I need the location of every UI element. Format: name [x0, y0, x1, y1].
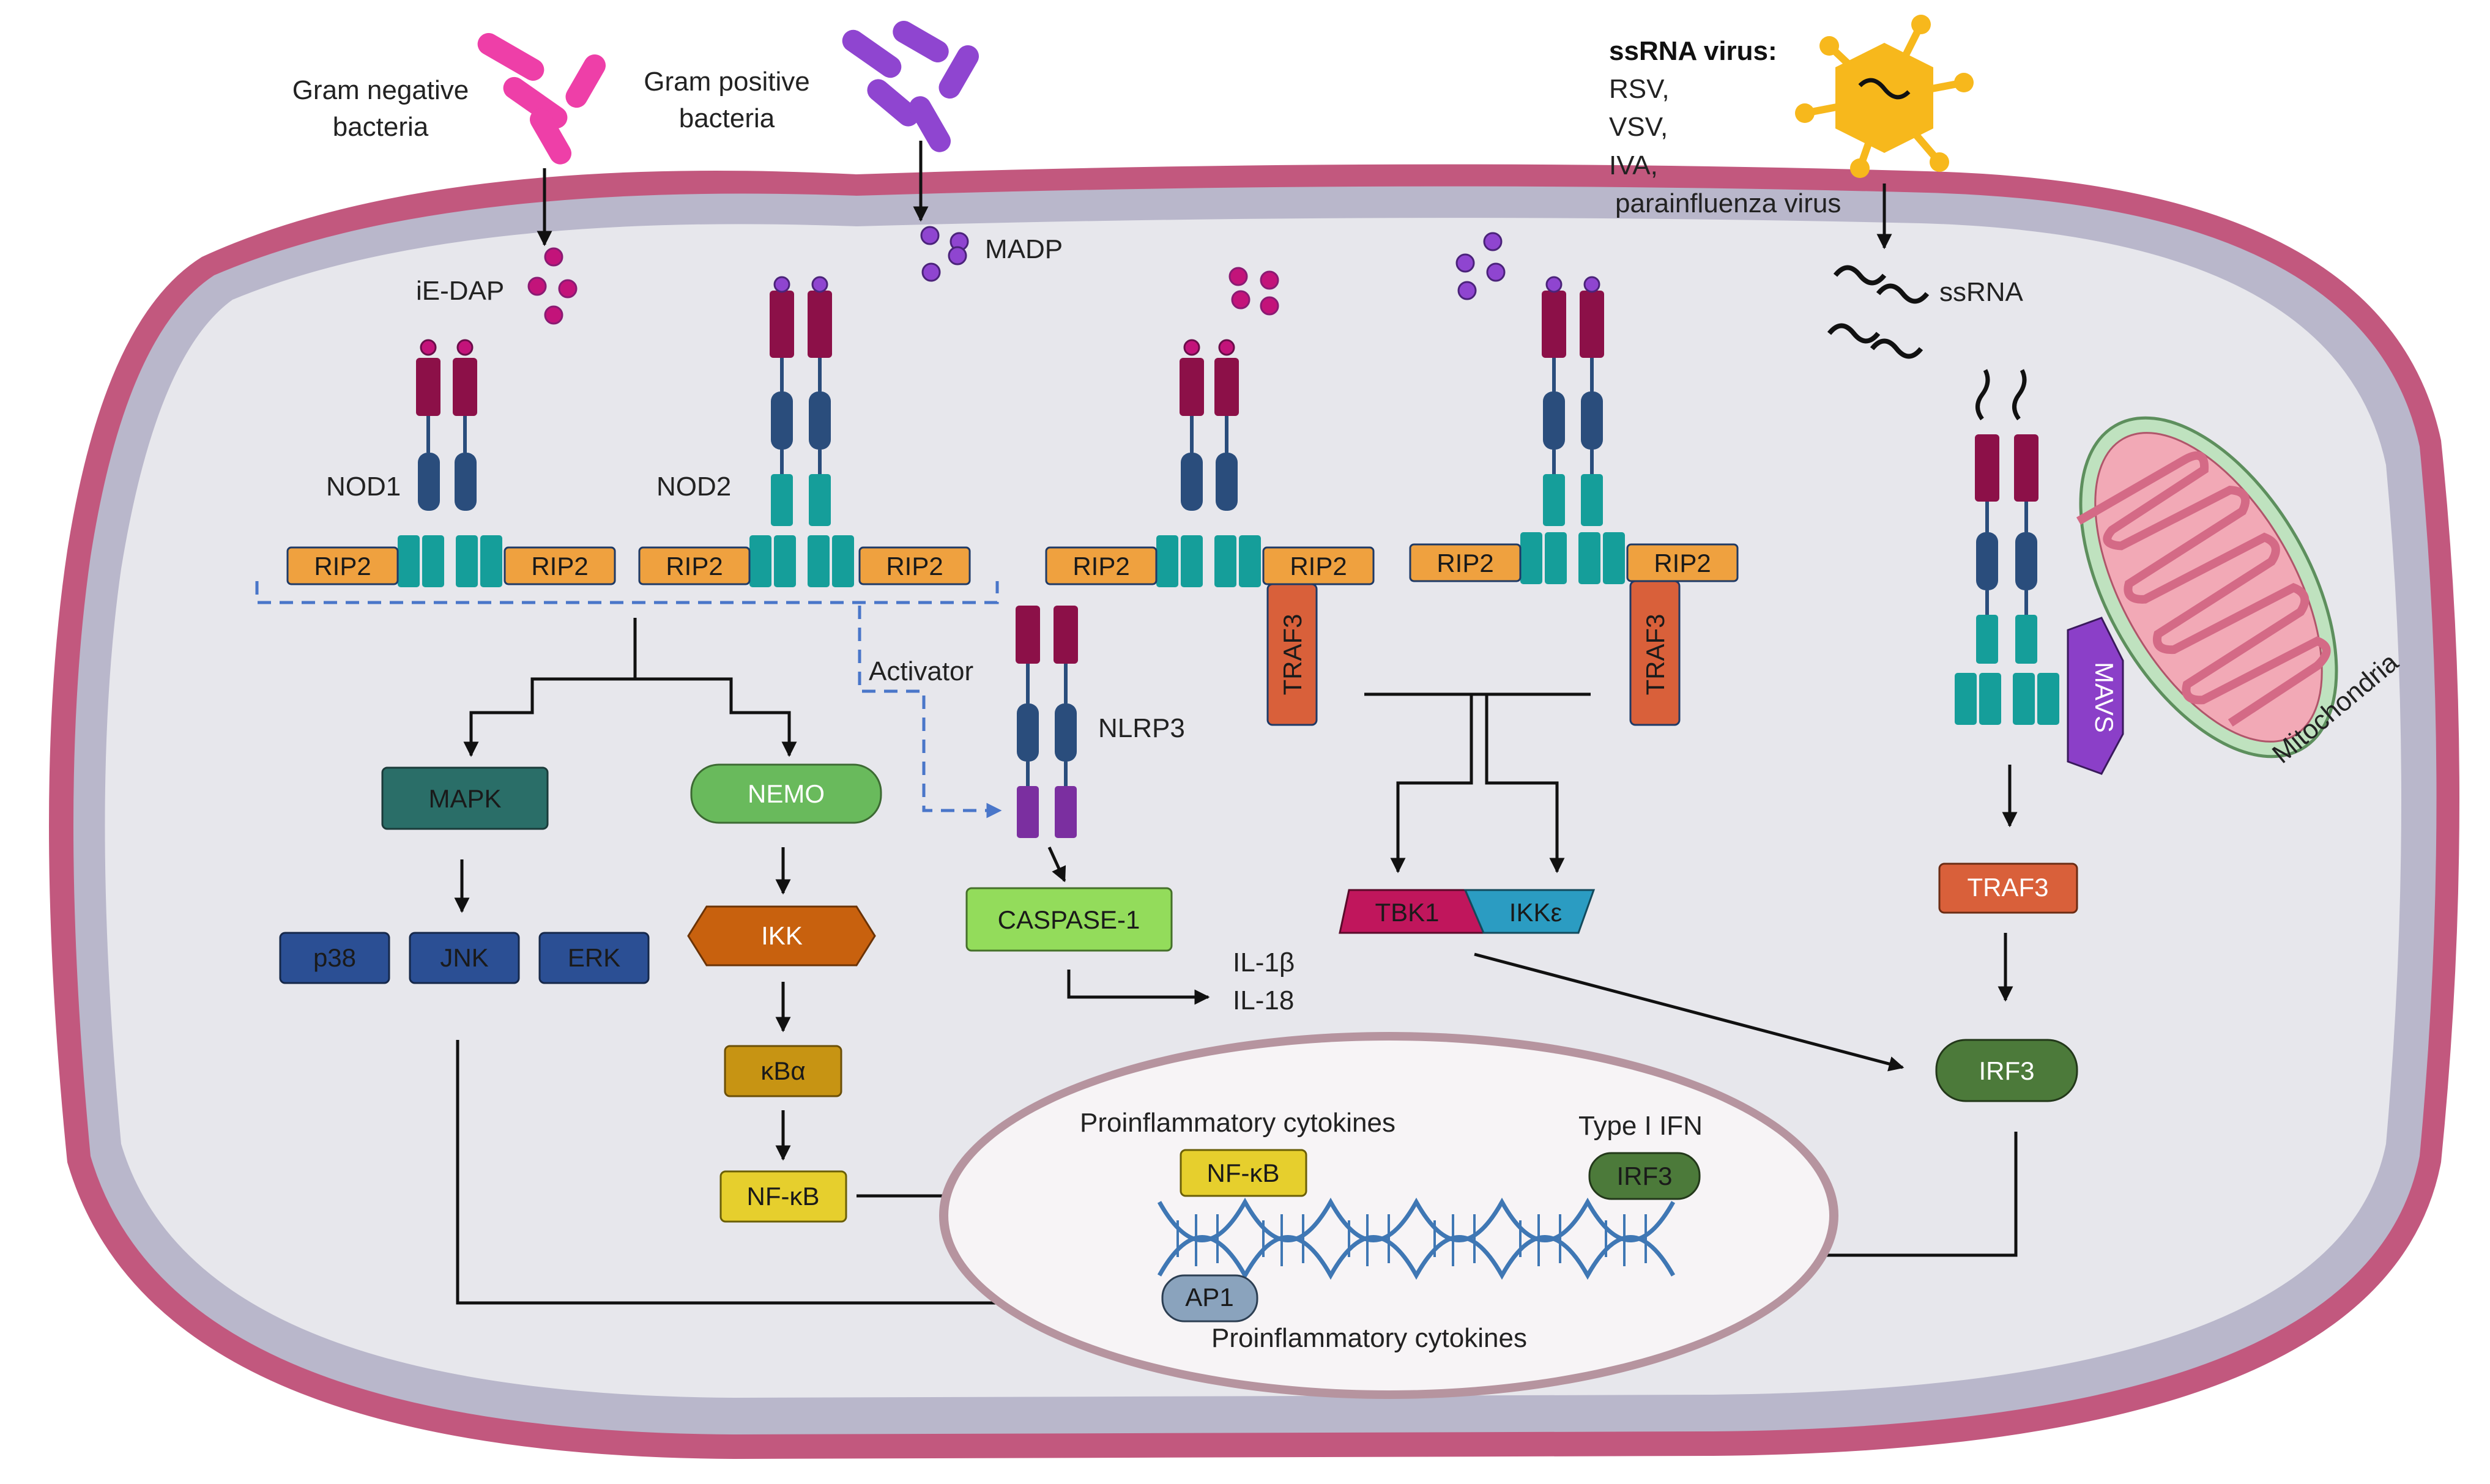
- nod1-traf3-receptor: [1045, 339, 1375, 726]
- mapk-label: MAPK: [428, 784, 501, 813]
- r3-rip2-right: RIP2: [1290, 552, 1347, 581]
- ie-dap-ligand: [527, 247, 578, 325]
- ssrna-label: ssRNA: [1939, 277, 2024, 307]
- r3-traf3-label: TRAF3: [1278, 614, 1307, 695]
- mitochondria: [2076, 416, 2338, 759]
- nemo-box: [690, 763, 882, 824]
- activator-label: Activator: [869, 656, 973, 686]
- irf3-box: [1935, 1039, 2078, 1102]
- madp-ligand-2: [1455, 232, 1506, 300]
- jnk-box: [409, 932, 520, 984]
- p38-box: [279, 932, 390, 984]
- nlrp3-receptor: [1016, 606, 1078, 838]
- type1-ifn-label: Type I IFN: [1578, 1111, 1703, 1141]
- ie-dap-label: iE-DAP: [416, 276, 504, 306]
- nlrp3-to-caspase-arrow: [1047, 846, 1066, 883]
- r4-rip2-right: RIP2: [1654, 549, 1711, 577]
- mapk-box: [381, 766, 549, 830]
- ssrna-virus-list: RSV,VSV,IVA,parainfluenza virus: [1609, 74, 1841, 218]
- ikk-box: [687, 905, 876, 966]
- ikba-label: κBα: [760, 1056, 805, 1085]
- caspase1-label: CASPASE-1: [998, 905, 1140, 934]
- gram-negative-bacteria: [477, 33, 606, 165]
- madp-label: MADP: [985, 234, 1063, 264]
- nod1-rip2-left: RIP2: [314, 552, 371, 581]
- madp-ligand: [920, 226, 969, 282]
- ssrna-strands: [1827, 265, 1930, 359]
- cytoplasm: [105, 218, 2401, 1398]
- caspase1-box: [965, 887, 1173, 952]
- nod2-label: NOD2: [656, 472, 731, 502]
- nod2-traf3-receptor: [1409, 276, 1739, 726]
- nlrp3-label: NLRP3: [1098, 713, 1185, 743]
- nod1-receptor: [286, 339, 616, 587]
- nod-dashed-bracket: [255, 581, 999, 604]
- nucleus-irf3-label: IRF3: [1616, 1162, 1672, 1190]
- nucleus-nfkb-label: NF-κB: [1207, 1159, 1280, 1187]
- mavs-label: MAVS: [2090, 662, 2119, 733]
- nod1-rip2-right: RIP2: [531, 552, 588, 581]
- il18-label: IL-18: [1233, 985, 1294, 1015]
- erk-box: [538, 932, 650, 984]
- jnk-label: JNK: [440, 943, 488, 972]
- nod1-label: NOD1: [326, 472, 401, 502]
- il1b-label: IL-1β: [1233, 948, 1295, 978]
- nod-branch-connector: [463, 618, 637, 757]
- ssrna-virus-title: ssRNA virus:: [1609, 36, 1777, 66]
- jnk-to-nucleus-arrow: [456, 1040, 1112, 1311]
- traf3-box: [1938, 863, 2078, 914]
- ssrna-virus-particle: [1795, 15, 1974, 178]
- ikke-box: [1463, 889, 1596, 934]
- nfkb-label: NF-κB: [747, 1182, 820, 1211]
- activator-dashed-arrow: [858, 606, 1002, 818]
- ikba-box: [724, 1045, 842, 1097]
- erk-label: ERK: [568, 943, 620, 972]
- irf3-label: IRF3: [1979, 1056, 2034, 1085]
- ikk-label: IKK: [761, 921, 803, 950]
- r4-rip2-left: RIP2: [1436, 549, 1493, 577]
- proinflammatory-top-label: Proinflammatory cytokines: [1080, 1108, 1396, 1138]
- nucleus-nfkb-box: [1180, 1149, 1307, 1197]
- ap1-box: [1161, 1274, 1258, 1323]
- proinflammatory-bottom-label: Proinflammatory cytokines: [1211, 1323, 1527, 1353]
- tbk1-label: TBK1: [1375, 898, 1439, 927]
- p38-label: p38: [313, 943, 356, 972]
- nod-branch-connector-nemo: [635, 677, 797, 757]
- traf3-label: TRAF3: [1967, 873, 2048, 902]
- branch-to-ikke-arrow: [1485, 694, 1565, 874]
- tbk1-to-irf3-arrow: [1474, 952, 1905, 1072]
- ie-dap-ligand-2: [1228, 267, 1279, 316]
- nod2-rip2-left: RIP2: [666, 552, 723, 581]
- rig-i-receptor: [1955, 369, 2059, 725]
- ikke-label: IKKε: [1509, 898, 1562, 927]
- nod2-rip2-right: RIP2: [886, 552, 943, 581]
- r4-traf3-label: TRAF3: [1641, 614, 1670, 695]
- ap1-label: AP1: [1185, 1283, 1233, 1311]
- nucleus-irf3-box: [1588, 1152, 1701, 1200]
- nemo-label: NEMO: [748, 779, 825, 808]
- irf3-to-nucleus-arrow: [1748, 1132, 2018, 1263]
- caspase-to-il-arrow: [1067, 970, 1210, 1005]
- mavs-protein: [2067, 617, 2124, 775]
- branch-to-tbk1-arrow: [1390, 694, 1473, 874]
- dna-helix: [1157, 1197, 1676, 1280]
- r3-rip2-left: RIP2: [1072, 552, 1129, 581]
- nod2-receptor: [638, 276, 971, 587]
- gram-positive-bacteria: [842, 21, 979, 152]
- nfkb-box: [719, 1170, 847, 1223]
